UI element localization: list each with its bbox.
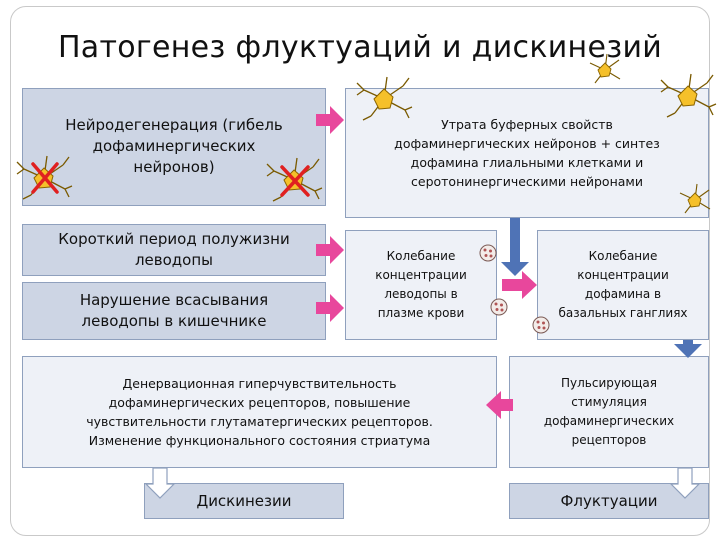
- arrow-neurodeg-to-buffer: [316, 106, 344, 134]
- box-dopamine-fluct: Колебание концентрации дофамина в базаль…: [537, 230, 709, 340]
- pill-icon: [532, 316, 550, 334]
- cross-icon: [280, 165, 310, 197]
- box-absorption-text: Нарушение всасывания леводопы в кишечник…: [79, 291, 269, 330]
- neuron-icon: [356, 76, 413, 121]
- box-dopamine-fluct-text: Колебание концентрации дофамина в базаль…: [558, 249, 688, 320]
- arrow-to-fluctuations: [669, 467, 701, 499]
- neuron-icon: [679, 183, 711, 214]
- box-short-half-life-text: Короткий период полужизни леводопы: [58, 230, 290, 269]
- arrow-halflife-to-levodopa: [316, 236, 344, 264]
- pill-icon: [490, 298, 508, 316]
- box-neurodegeneration-text: Нейродегенерация (гибель дофаминергическ…: [65, 116, 283, 176]
- slide-title: Патогенез флуктуаций и дискинезий: [57, 30, 663, 65]
- box-denervation-text: Денервационная гиперчувствительность доф…: [86, 376, 433, 448]
- box-dyskinesia: Дискинезии: [144, 483, 344, 519]
- box-neurodegeneration: Нейродегенерация (гибель дофаминергическ…: [22, 88, 326, 206]
- box-levodopa-fluct-text: Колебание концентрации леводопы в плазме…: [375, 249, 467, 320]
- box-fluctuations: Флуктуации: [509, 483, 709, 519]
- arrow-dopamine-to-pulsatile: [674, 340, 702, 358]
- box-pulsatile: Пульсирующая стимуляция дофаминергически…: [509, 356, 709, 468]
- pill-icon: [479, 244, 497, 262]
- arrow-buffer-to-dopamine: [501, 218, 529, 276]
- box-absorption: Нарушение всасывания леводопы в кишечник…: [22, 282, 326, 340]
- box-dyskinesia-text: Дискинезии: [196, 491, 292, 510]
- arrow-to-dyskinesia: [144, 467, 176, 499]
- box-buffer-loss: Утрата буферных свойств дофаминергически…: [345, 88, 709, 218]
- box-short-half-life: Короткий период полужизни леводопы: [22, 224, 326, 276]
- arrow-levodopa-to-dopamine: [502, 271, 537, 299]
- box-fluctuations-text: Флуктуации: [560, 491, 658, 510]
- box-levodopa-fluct: Колебание концентрации леводопы в плазме…: [345, 230, 497, 340]
- neuron-icon: [589, 53, 621, 84]
- neuron-icon: [660, 73, 717, 118]
- box-denervation: Денервационная гиперчувствительность доф…: [22, 356, 497, 468]
- cross-icon: [31, 162, 59, 194]
- arrow-pulsatile-to-denervation: [486, 391, 513, 419]
- box-pulsatile-text: Пульсирующая стимуляция дофаминергически…: [543, 376, 675, 447]
- arrow-absorption-to-levodopa: [316, 294, 344, 322]
- box-buffer-loss-text: Утрата буферных свойств дофаминергически…: [394, 117, 660, 189]
